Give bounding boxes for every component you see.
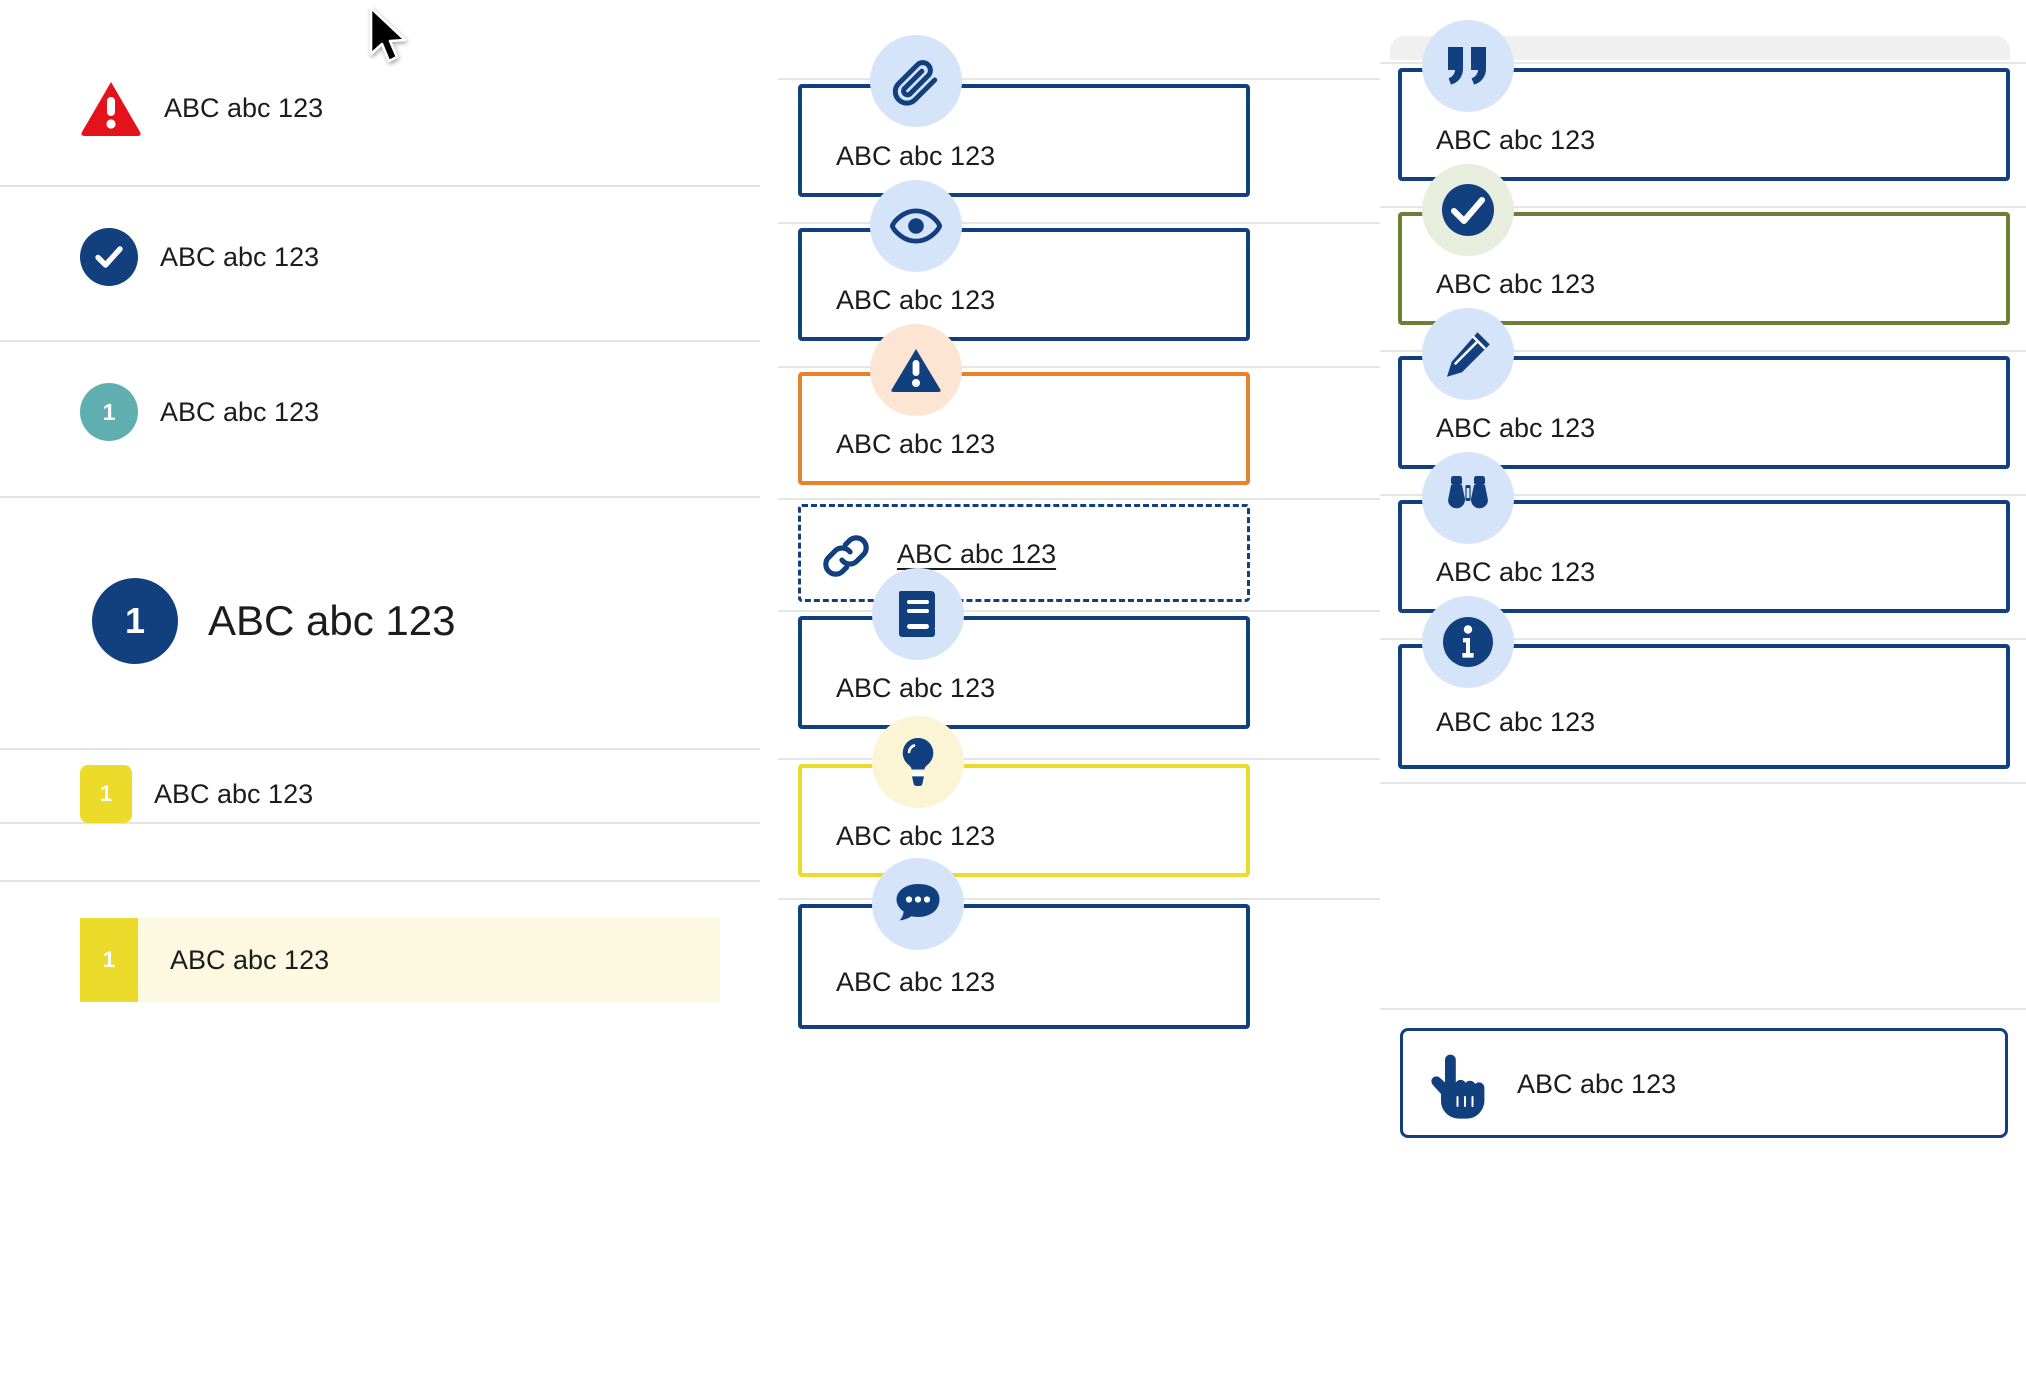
column-divider — [1380, 206, 2026, 208]
list-item[interactable]: ABC abc 123 — [80, 228, 319, 286]
list-divider — [0, 880, 760, 882]
column-divider — [1380, 782, 2026, 784]
number-badge-navy-large: 1 — [92, 578, 178, 664]
card-label: ABC abc 123 — [1436, 125, 1596, 155]
quote-icon — [1422, 20, 1514, 112]
list-item-label: ABC abc 123 — [160, 241, 320, 272]
card-attachment[interactable]: ABC abc 123 — [798, 84, 1250, 197]
number-badge-yellow: 1 — [80, 765, 132, 823]
left-list-panel: ABC abc 123 ABC abc 123 1 ABC abc 123 1 … — [0, 0, 760, 1392]
card-tip[interactable]: ABC abc 123 — [798, 764, 1250, 877]
column-divider — [1380, 62, 2026, 64]
card-warning[interactable]: ABC abc 123 — [798, 372, 1250, 485]
list-item-selected[interactable]: 1 ABC abc 123 — [80, 918, 720, 1002]
list-item-label: ABC abc 123 — [208, 597, 456, 644]
column-divider — [778, 78, 1380, 80]
card-label: ABC abc 123 — [1436, 269, 1596, 299]
warning-icon — [870, 324, 962, 416]
binoculars-icon — [1422, 452, 1514, 544]
card-label: ABC abc 123 — [836, 821, 996, 851]
book-icon — [872, 568, 964, 660]
card-glossary[interactable]: ABC abc 123 — [798, 616, 1250, 729]
card-comment[interactable]: ABC abc 123 — [798, 904, 1250, 1029]
pencil-icon — [1422, 308, 1514, 400]
card-label: ABC abc 123 — [1436, 707, 1596, 737]
card-link[interactable]: ABC abc 123 — [798, 504, 1250, 602]
info-icon — [1422, 596, 1514, 688]
column-divider — [778, 898, 1380, 900]
column-divider — [778, 610, 1380, 612]
list-item[interactable]: ABC abc 123 — [80, 80, 323, 136]
card-label: ABC abc 123 — [836, 673, 996, 703]
list-item[interactable]: 1 ABC abc 123 — [80, 383, 319, 441]
list-item[interactable]: 1 ABC abc 123 — [80, 765, 313, 823]
card-label: ABC abc 123 — [836, 285, 996, 315]
right-card-column: ABC abc 123 ABC abc 123 ABC abc 123 — [1380, 0, 2026, 1392]
card-label: ABC abc 123 — [836, 967, 996, 997]
column-divider — [1380, 1008, 2026, 1010]
number-badge-teal: 1 — [80, 383, 138, 441]
number-badge-value: 1 — [102, 398, 116, 425]
list-divider — [0, 822, 760, 824]
card-label: ABC abc 123 — [836, 429, 996, 459]
number-badge-yellow-flat: 1 — [80, 918, 138, 1002]
column-divider — [1380, 350, 2026, 352]
card-label: ABC abc 123 — [1517, 1069, 1677, 1099]
column-divider — [778, 222, 1380, 224]
card-label: ABC abc 123 — [1436, 413, 1596, 443]
check-icon — [1422, 164, 1514, 256]
list-item-label: ABC abc 123 — [170, 944, 330, 975]
card-interaction[interactable]: ABC abc 123 — [1400, 1028, 2008, 1138]
column-divider — [1380, 494, 2026, 496]
number-badge-value: 1 — [102, 947, 116, 972]
list-divider — [0, 748, 760, 750]
middle-card-column: ABC abc 123 ABC abc 123 ABC abc 123 — [760, 0, 1380, 1392]
paperclip-icon — [870, 35, 962, 127]
warning-triangle-icon — [80, 80, 142, 136]
hand-pointer-icon — [1427, 1053, 1485, 1119]
lightbulb-icon — [872, 716, 964, 808]
card-label: ABC abc 123 — [836, 141, 996, 171]
column-divider — [778, 758, 1380, 760]
card-edit[interactable]: ABC abc 123 — [1398, 356, 2010, 469]
list-item-label: ABC abc 123 — [154, 778, 314, 809]
column-divider — [778, 366, 1380, 368]
number-badge-value: 1 — [99, 781, 113, 806]
comment-icon — [872, 858, 964, 950]
list-item-label: ABC abc 123 — [164, 92, 324, 123]
column-divider — [1380, 638, 2026, 640]
list-item-label: ABC abc 123 — [160, 396, 320, 427]
link-icon — [819, 529, 873, 583]
list-divider — [0, 340, 760, 342]
list-divider — [0, 185, 760, 187]
list-item-featured[interactable]: 1 ABC abc 123 — [92, 578, 456, 664]
card-link-label[interactable]: ABC abc 123 — [897, 539, 1057, 569]
card-visibility[interactable]: ABC abc 123 — [798, 228, 1250, 341]
card-label: ABC abc 123 — [1436, 557, 1596, 587]
check-circle-icon — [80, 228, 138, 286]
eye-icon — [870, 180, 962, 272]
number-badge-value: 1 — [124, 600, 146, 641]
card-info[interactable]: ABC abc 123 — [1398, 644, 2010, 769]
list-divider — [0, 496, 760, 498]
column-divider — [778, 498, 1380, 500]
